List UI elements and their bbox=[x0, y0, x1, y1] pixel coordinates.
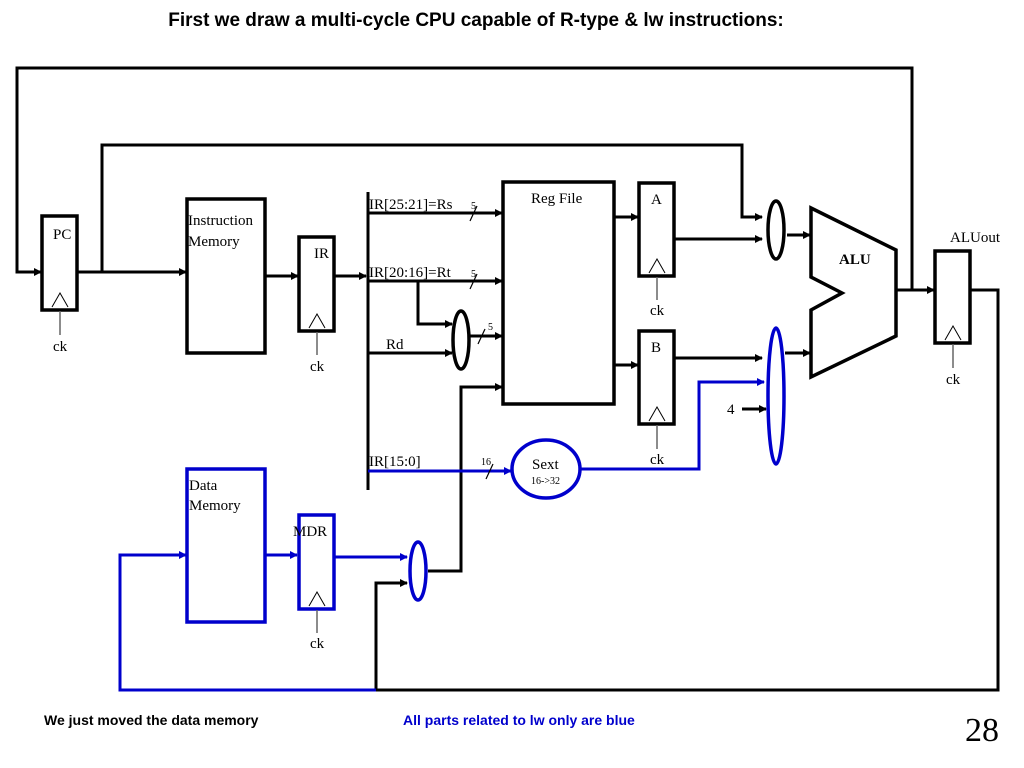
wire-addr-to-dmem bbox=[118, 551, 376, 692]
b-ck-label: ck bbox=[650, 452, 665, 468]
mdr-ck-label: ck bbox=[310, 636, 325, 652]
imem-label-1: Instruction bbox=[188, 213, 253, 229]
writeback-mux bbox=[408, 540, 428, 602]
pc-ck-label: ck bbox=[53, 339, 68, 355]
dst-width-label: 5 bbox=[488, 322, 493, 333]
rs-width-label: 5 bbox=[471, 201, 476, 212]
alu-label: ALU bbox=[839, 252, 871, 268]
aluout-register bbox=[933, 249, 972, 345]
imm-width-label: 16 bbox=[481, 457, 491, 468]
rt-width-label: 5 bbox=[471, 269, 476, 280]
slide-title-text: First we draw a multi-cycle CPU capable … bbox=[168, 10, 784, 31]
imm-signal-label: IR[15:0] bbox=[369, 454, 421, 470]
wire-wb-mux-to-regfile bbox=[428, 383, 503, 573]
dmem-label-2: Memory bbox=[189, 498, 241, 514]
slide-title: First we draw a multi-cycle CPU capable … bbox=[0, 10, 1024, 32]
sext-sub-label: 16->32 bbox=[531, 476, 560, 487]
b-register bbox=[637, 329, 676, 426]
slash-dst bbox=[477, 328, 486, 345]
alu bbox=[809, 205, 898, 380]
instruction-memory bbox=[185, 197, 267, 355]
mdr-clock-icon bbox=[308, 590, 326, 607]
ir-ck-label: ck bbox=[310, 359, 325, 375]
alu-b-mux bbox=[766, 326, 786, 466]
dmem-label-1: Data bbox=[189, 478, 218, 494]
wire-pc-to-mux-a bbox=[100, 143, 763, 272]
slash-rt bbox=[469, 273, 478, 290]
data-memory bbox=[185, 467, 267, 624]
footer-note-blue: All parts related to lw only are blue bbox=[403, 712, 635, 728]
aluout-ck-label: ck bbox=[946, 372, 961, 388]
slash-imm bbox=[485, 463, 494, 480]
mdr-label: MDR bbox=[293, 524, 327, 540]
sign-extender bbox=[510, 438, 582, 500]
a-label: A bbox=[651, 192, 662, 208]
slash-rs bbox=[469, 205, 478, 222]
a-clock-icon bbox=[648, 257, 666, 274]
imem-label-2: Memory bbox=[188, 234, 240, 250]
sext-label: Sext bbox=[532, 457, 560, 473]
ir-label: IR bbox=[314, 246, 329, 262]
pc-label: PC bbox=[53, 227, 71, 243]
regfile-label: Reg File bbox=[531, 191, 583, 207]
ir-clock-icon bbox=[308, 312, 326, 329]
register-file bbox=[501, 180, 616, 406]
rt-signal-label: IR[20:16]=Rt bbox=[369, 265, 452, 281]
dst-reg-mux bbox=[451, 309, 471, 371]
rd-signal-label: Rd bbox=[386, 337, 404, 353]
wire-alu-to-pc bbox=[15, 66, 914, 290]
wire-sext-to-mux bbox=[580, 378, 765, 471]
aluout-label: ALUout bbox=[950, 230, 1001, 246]
pc-clock-icon bbox=[51, 291, 69, 308]
b-clock-icon bbox=[648, 405, 666, 422]
wire-rt-to-dst-mux bbox=[416, 281, 453, 328]
aluout-clock-icon bbox=[944, 324, 962, 341]
alu-a-mux bbox=[766, 199, 786, 261]
page-number: 28 bbox=[965, 712, 999, 749]
wire-aluout-to-mux bbox=[374, 288, 1000, 692]
footer-note-left: We just moved the data memory bbox=[44, 712, 259, 728]
rs-signal-label: IR[25:21]=Rs bbox=[369, 197, 453, 213]
a-ck-label: ck bbox=[650, 303, 665, 319]
const-4-label: 4 bbox=[727, 402, 735, 418]
b-label: B bbox=[651, 340, 661, 356]
